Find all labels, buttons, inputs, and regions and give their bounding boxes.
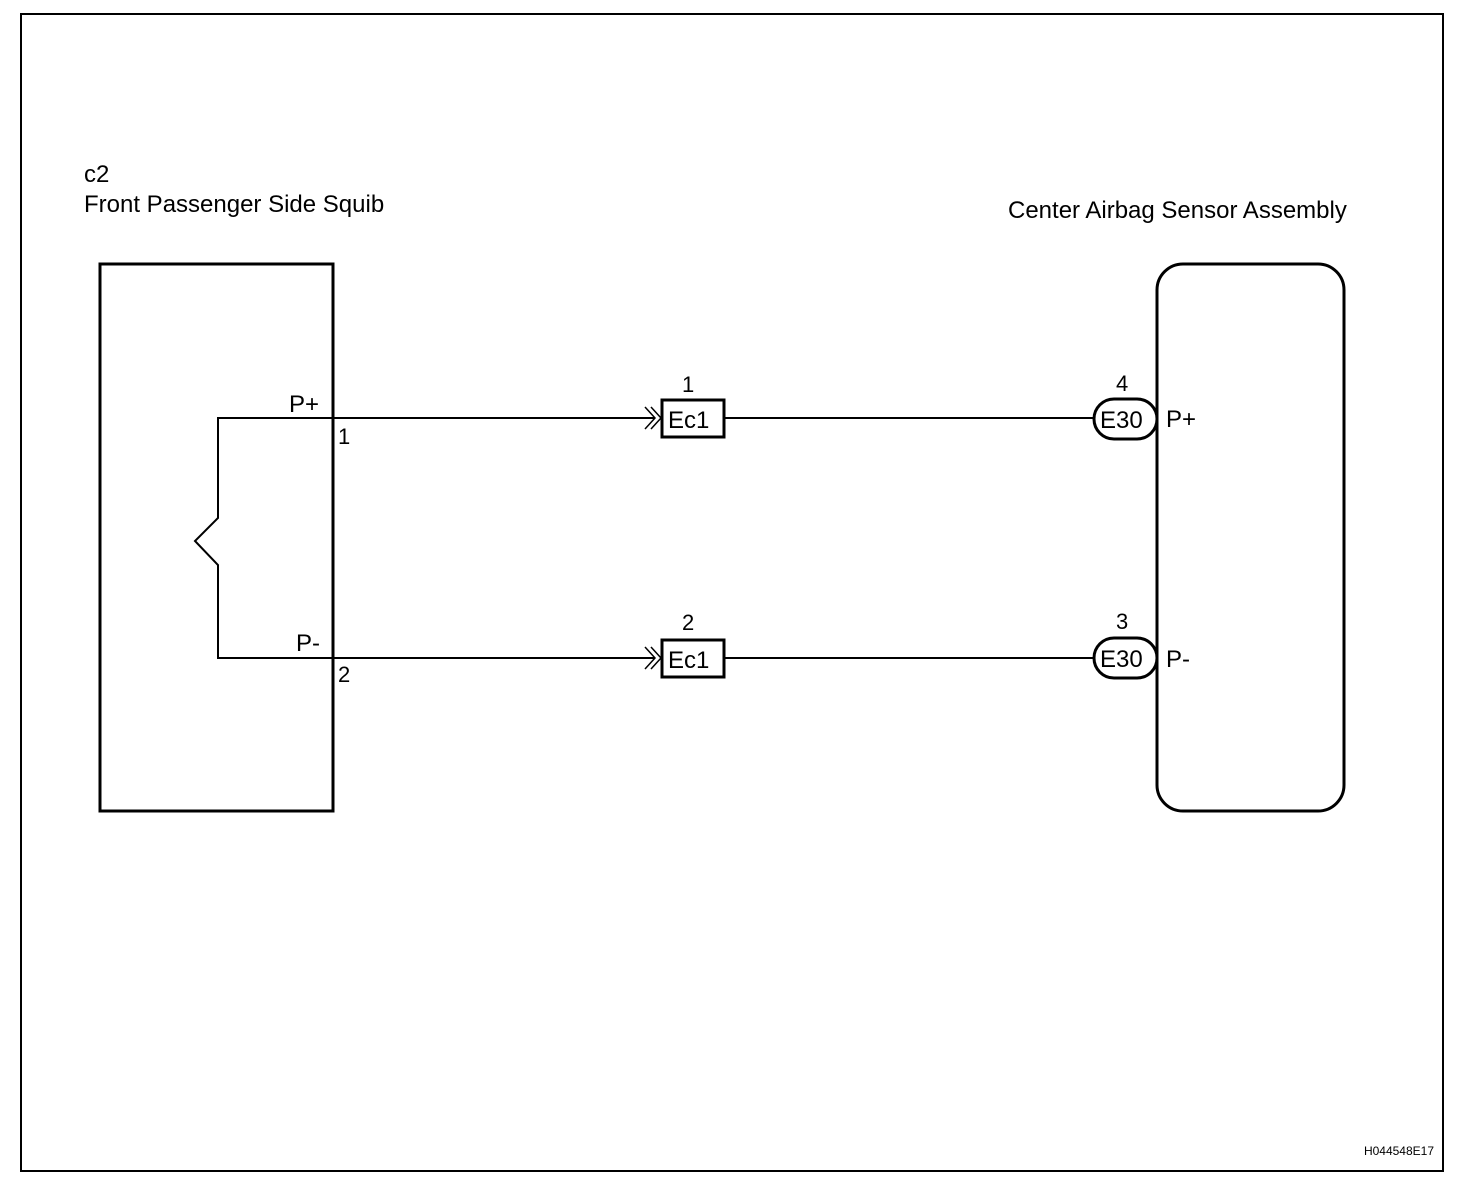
sensor-pin-label-p-minus: P- [1166, 646, 1190, 673]
sensor-pin-number-3: 3 [1116, 609, 1128, 634]
sensor-name: Center Airbag Sensor Assembly [1008, 197, 1347, 224]
sensor-pin-label-p-plus: P+ [1166, 406, 1196, 433]
connector-arrow-icon [644, 406, 657, 430]
sensor-connector-e30-b: E30 [1100, 646, 1143, 673]
junction-pin-1: 1 [682, 372, 694, 397]
squib-element [193, 417, 333, 659]
squib-pin-label-p-plus: P+ [289, 391, 319, 418]
sensor-box [1155, 262, 1346, 813]
junction-pin-2: 2 [682, 610, 694, 635]
squib-name: Front Passenger Side Squib [84, 191, 384, 218]
junction-connector-1: Ec1 [668, 407, 709, 434]
squib-pin-label-p-minus: P- [296, 630, 320, 657]
squib-code: c2 [84, 161, 109, 188]
junction-connector-box [660, 398, 726, 439]
squib-pin-number-1: 1 [338, 424, 350, 449]
figure-code: H044548E17 [1364, 1144, 1434, 1158]
squib-pin-number-2: 2 [338, 662, 350, 687]
sensor-connector-oval [1092, 397, 1159, 441]
sensor-connector-oval [1092, 636, 1159, 680]
junction-connector-2: Ec1 [668, 647, 709, 674]
junction-connector-box [660, 638, 726, 679]
squib-box [98, 262, 335, 813]
diagram-frame [20, 13, 1444, 1172]
sensor-connector-e30-a: E30 [1100, 407, 1143, 434]
connector-arrow-icon [644, 646, 657, 670]
sensor-pin-number-4: 4 [1116, 371, 1128, 396]
